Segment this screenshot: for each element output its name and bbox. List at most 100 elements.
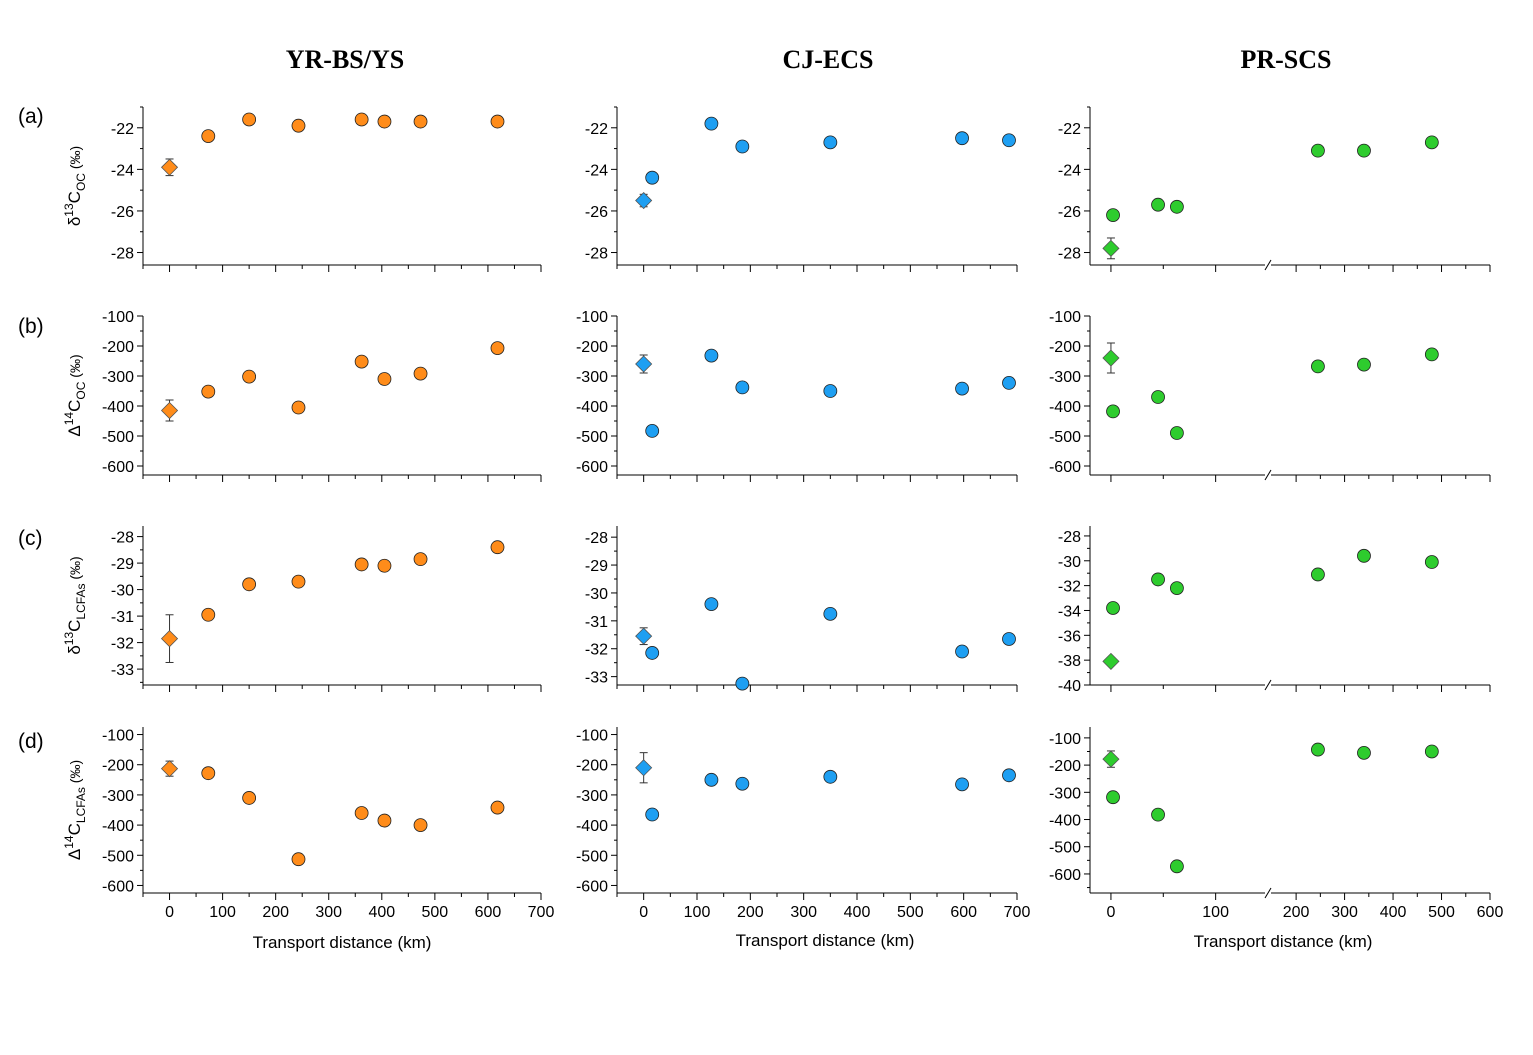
data-point-diamond (635, 191, 653, 210)
data-point (645, 170, 660, 185)
ylabel-sub: OC (74, 173, 88, 191)
y-tick-label: -500 (102, 429, 134, 446)
x-tick-label: 200 (737, 904, 764, 921)
data-point (1357, 548, 1371, 563)
data-point (735, 776, 750, 791)
panel-1-0: -22 -24 -26 -28 (585, 106, 1018, 272)
ylabel-sup: 14 (62, 835, 76, 849)
x-tick-label: 100 (209, 904, 236, 921)
y-tick-label: -200 (102, 339, 134, 356)
axis-break-mark (1264, 887, 1272, 899)
data-point (735, 380, 750, 395)
data-point (1424, 135, 1439, 150)
y-tick-label: -100 (576, 728, 608, 745)
data-point (354, 112, 369, 127)
data-point (955, 644, 969, 659)
y-tick-label: -40 (1058, 678, 1081, 695)
data-point (1106, 404, 1120, 419)
data-point (291, 400, 306, 415)
x-tick-label: 0 (165, 904, 174, 921)
data-point (1311, 359, 1325, 374)
data-point-diamond (160, 401, 179, 420)
data-point-diamond (160, 760, 179, 778)
data-point (704, 597, 719, 612)
y-tick-label: -31 (111, 609, 134, 626)
y-tick-label: -30 (111, 583, 134, 600)
ylabel-base: C (65, 823, 84, 835)
y-tick-label: -400 (102, 399, 134, 416)
y-tick-label: -22 (585, 121, 608, 138)
x-tick-label: 500 (1428, 904, 1455, 921)
x-tick-label: 600 (475, 904, 502, 921)
y-tick-label: -100 (576, 309, 608, 326)
x-tick-label: 300 (315, 904, 342, 921)
x-tick-label: 700 (528, 904, 555, 921)
x-tick-label: 100 (684, 904, 711, 921)
y-tick-label: -24 (585, 162, 608, 179)
ylabel-base: C (65, 191, 84, 203)
y-tick-label: -29 (111, 556, 134, 573)
ylabel-base: C (65, 620, 84, 632)
panel-1-1: -100-200-300-400-500-600 (576, 309, 1018, 482)
data-point (413, 552, 428, 567)
ylabel-prefix: Δ (65, 849, 84, 860)
data-point (645, 423, 660, 438)
data-point (242, 791, 257, 805)
data-point (645, 807, 660, 822)
y-tick-label: -32 (111, 636, 134, 653)
ylabel-prefix: δ (65, 645, 84, 654)
ylabel-base: C (65, 400, 84, 412)
ylabel-sub: LCFAs (74, 787, 88, 823)
x-tick-label: 600 (950, 904, 977, 921)
y-tick-label: -28 (585, 246, 608, 263)
y-tick-label: -26 (1058, 204, 1081, 221)
data-point (645, 646, 660, 660)
ylabel-sup: 14 (62, 412, 76, 426)
data-point-diamond (1102, 349, 1120, 367)
y-tick-label: -28 (111, 246, 134, 263)
data-point (1424, 744, 1439, 759)
data-point (704, 772, 719, 787)
data-point (201, 766, 216, 781)
data-point (1106, 208, 1120, 223)
panel-2-2: -28-30-32-34-36-38-40 (1058, 526, 1491, 695)
y-tick-label: -26 (585, 204, 608, 221)
ylabel-sup: 13 (62, 203, 76, 217)
data-point (413, 114, 428, 129)
y-tick-label: -600 (102, 878, 134, 895)
data-point (955, 131, 969, 146)
y-tick-label: -200 (576, 758, 608, 775)
data-point (1002, 632, 1016, 646)
data-point-diamond (635, 627, 653, 645)
data-point (1151, 572, 1165, 587)
column-title: YR-BS/YS (286, 45, 404, 74)
ylabel-sup: 13 (62, 632, 76, 646)
ylabel-unit: (‰) (67, 354, 83, 381)
y-tick-label: -22 (1058, 121, 1081, 138)
axis-break-mark (1264, 469, 1272, 481)
panel-0-1: -100-200-300-400-500-600 (102, 309, 542, 482)
x-tick-label: 200 (1283, 904, 1310, 921)
y-tick-label: -36 (1058, 628, 1081, 645)
data-point (377, 813, 392, 828)
y-tick-label: -100 (102, 309, 134, 326)
x-tick-label: 100 (1202, 904, 1229, 921)
panel-2-0: -22-24-26-28 (1058, 106, 1491, 272)
data-point (1357, 143, 1371, 158)
panel-0-2: -28-29-30-31-32-33 (111, 526, 542, 692)
y-tick-label: -26 (111, 204, 134, 221)
y-tick-label: -100 (1049, 309, 1081, 326)
data-point (490, 341, 505, 356)
x-tick-label: 0 (639, 904, 648, 921)
y-tick-label: -32 (585, 642, 608, 659)
ylabel-unit: (‰) (67, 760, 83, 787)
x-tick-label: 200 (262, 904, 289, 921)
y-tick-label: -34 (1058, 603, 1081, 620)
x-tick-label: 500 (422, 904, 449, 921)
data-point (377, 372, 392, 386)
data-point (1151, 390, 1165, 404)
data-point (242, 577, 257, 592)
